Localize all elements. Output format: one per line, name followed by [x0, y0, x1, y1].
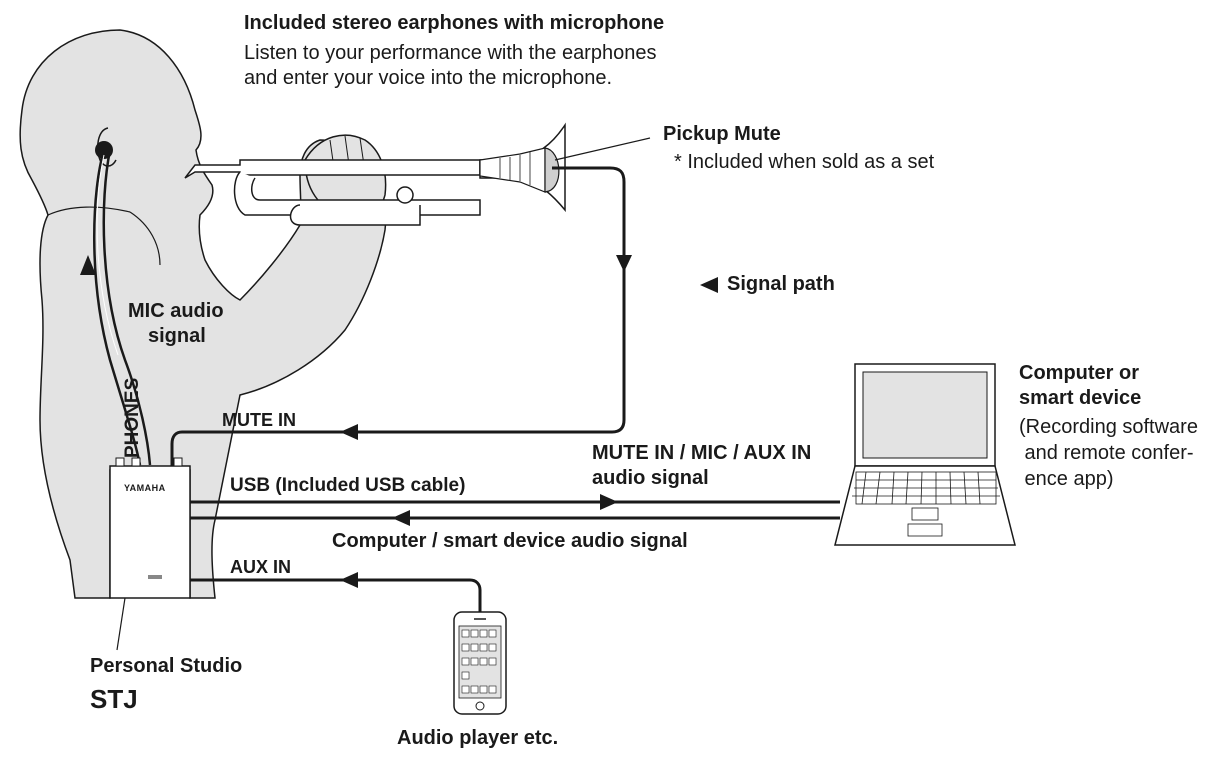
- mute-in-label: MUTE IN: [222, 410, 296, 430]
- computer-desc-line4: and remote confer-: [1019, 442, 1194, 464]
- mute-mic-aux-line2: audio signal: [592, 467, 709, 489]
- person-illustration: [19, 29, 387, 599]
- audio-player-illustration: [453, 611, 507, 715]
- pickup-mute-note: * Included when sold as a set: [674, 151, 935, 173]
- mic-audio-line1: MIC audio: [128, 300, 224, 322]
- mute-mic-aux-line1: MUTE IN / MIC / AUX IN: [592, 442, 812, 464]
- phones-port-label: PHONES: [122, 377, 143, 458]
- laptop-illustration: [834, 363, 1016, 546]
- earphones-desc-line2: and enter your voice into the microphone…: [244, 67, 612, 89]
- signal-arrows: [340, 255, 718, 588]
- mic-audio-line2: signal: [148, 325, 206, 347]
- computer-desc-line3: (Recording software: [1019, 416, 1198, 438]
- earphones-title: Included stereo earphones with microphon…: [244, 12, 665, 34]
- trumpet-illustration: [184, 122, 566, 226]
- earphone-cable: [80, 141, 152, 466]
- computer-title-line1: Computer or: [1019, 362, 1139, 384]
- computer-title-line2: smart device: [1019, 387, 1142, 409]
- audio-player-label: Audio player etc.: [397, 727, 559, 749]
- pickup-mute-title: Pickup Mute: [663, 123, 781, 145]
- earphones-desc-line1: Listen to your performance with the earp…: [244, 42, 657, 64]
- pickup-mute-leader: [554, 137, 651, 161]
- device-leader: [116, 597, 126, 651]
- device-model: STJ: [90, 684, 138, 714]
- stj-device: [109, 457, 191, 599]
- computer-desc-line5: ence app): [1019, 468, 1114, 490]
- signal-lines: [170, 166, 840, 612]
- computer-signal-label: Computer / smart device audio signal: [332, 530, 688, 552]
- aux-in-label: AUX IN: [230, 557, 292, 577]
- device-brand-logo: YAMAHA: [124, 483, 166, 493]
- device-product-line: Personal Studio: [90, 655, 243, 677]
- signal-path-legend: Signal path: [727, 273, 835, 295]
- legend-arrow: [700, 277, 718, 293]
- usb-label: USB (Included USB cable): [230, 475, 466, 496]
